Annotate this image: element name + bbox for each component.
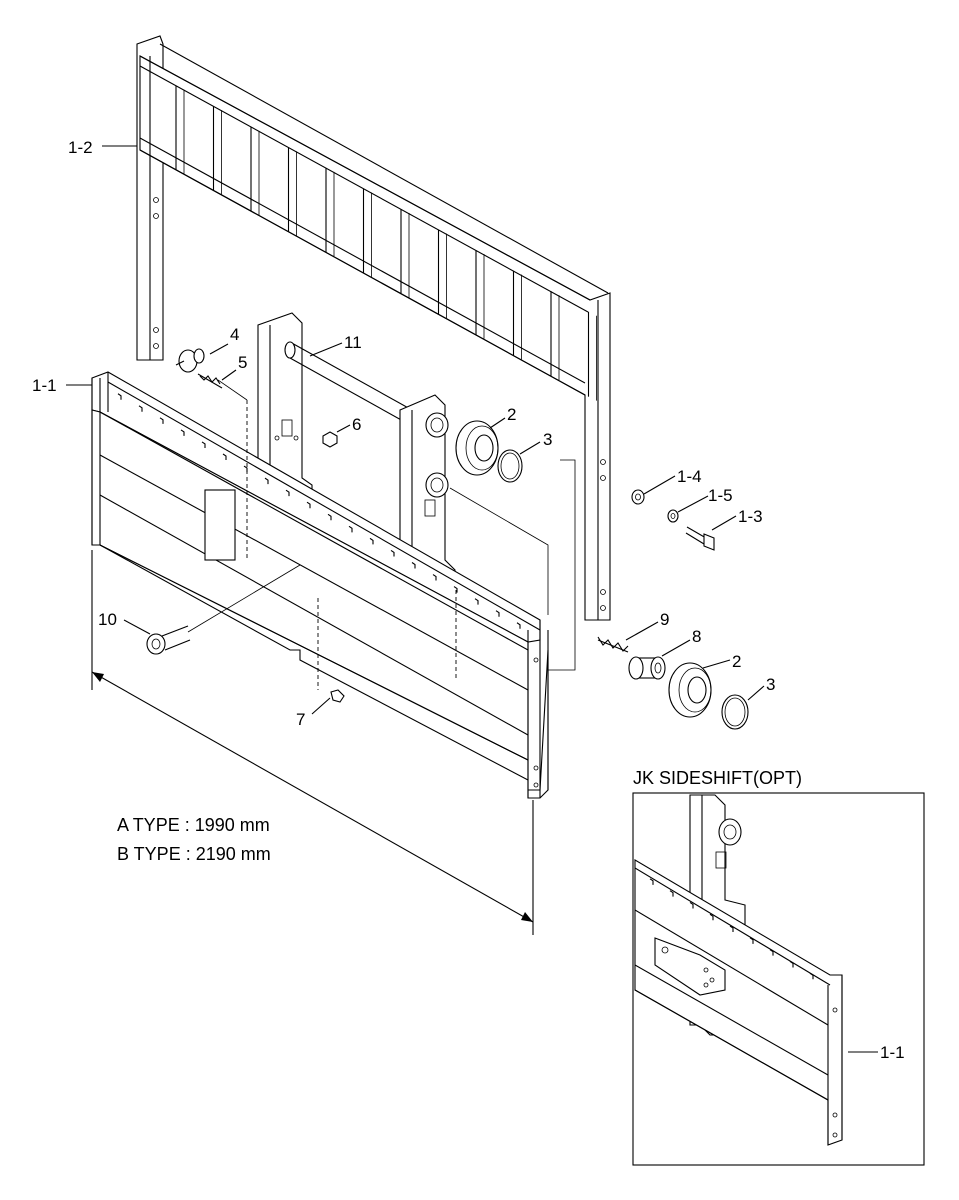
inset-frame-notch [749,937,754,944]
frame-notch [411,562,416,569]
frame-notch [201,441,206,448]
inset-frame-notches [649,878,814,980]
callout-3-upper: 3 [543,430,552,449]
inset-frame-notch [649,878,654,885]
part-2-bearing-upper [455,420,499,476]
part-2-bearing-lower [668,662,712,718]
frame-notch [138,405,143,412]
part-1-5-lock-washer [667,509,679,523]
frame-notches [117,393,521,629]
callout-10: 10 [98,610,117,629]
frame-notch [117,393,122,400]
callout-3-lower: 3 [766,675,775,694]
dimension-b-type: B TYPE : 2190 mm [117,844,271,864]
frame-notch [348,525,353,533]
part-3-snap-ring-lower [721,694,749,730]
callout-2-lower: 2 [732,652,741,671]
inset-frame [632,792,925,1166]
frame-notch [495,610,500,617]
callout-inset-1-1: 1-1 [880,1043,905,1062]
part-1-4-washer [631,489,645,505]
part-1-3-bolt [685,526,715,551]
inset-frame-notch [709,913,714,921]
frame-notch [285,489,290,497]
part-4-stopper [175,348,205,373]
inset-frame-notch [689,901,694,909]
inset-frame-notch [769,949,774,956]
callout-1-1: 1-1 [32,376,57,395]
frame-notch [390,549,395,557]
callout-5: 5 [238,353,247,372]
inset-frame-notch [809,972,814,980]
callout-8: 8 [692,627,701,646]
part-10-bolt [146,564,301,655]
callout-11: 11 [344,333,362,352]
inset-frame-notch [729,925,734,933]
callout-4: 4 [230,325,239,344]
frame-notch [264,477,269,485]
fork-carriage-frame [91,371,549,799]
frame-notch [222,453,227,461]
frame-notch [432,574,437,581]
hidden-lines [217,379,576,690]
dimension-line [91,550,534,935]
leader-lines [66,145,765,715]
callout-7: 7 [296,710,305,729]
frame-notch [180,429,185,436]
callout-1-4: 1-4 [677,467,702,486]
callout-6: 6 [352,415,361,434]
frame-notch [306,501,311,509]
part-5-pin [197,373,223,389]
load-backrest [136,35,611,621]
frame-notch [453,586,458,593]
inset-jk-sideshift: JK SIDESHIFT(OPT) 1-1 [632,768,925,1166]
frame-notch [327,513,332,521]
part-3-snap-ring-upper [497,449,523,483]
callout-1-3: 1-3 [738,507,763,526]
part-6-nut [322,431,338,448]
frame-notch [474,598,479,605]
part-9-spring [597,636,629,653]
frame-notch [369,537,374,545]
frame-notch [159,417,164,424]
inset-frame-notch [669,890,674,897]
callout-1-5: 1-5 [708,486,733,505]
dimension-a-type: A TYPE : 1990 mm [117,815,270,835]
backrest-bars [175,85,597,401]
part-7-grease-nipple [330,689,345,703]
inset-title: JK SIDESHIFT(OPT) [633,768,802,788]
inset-frame-notch [789,960,794,968]
callout-2-upper: 2 [507,405,516,424]
frame-notch [516,622,521,629]
callout-1-2: 1-2 [68,138,93,157]
part-8-collar [628,656,666,680]
callout-9: 9 [660,610,669,629]
